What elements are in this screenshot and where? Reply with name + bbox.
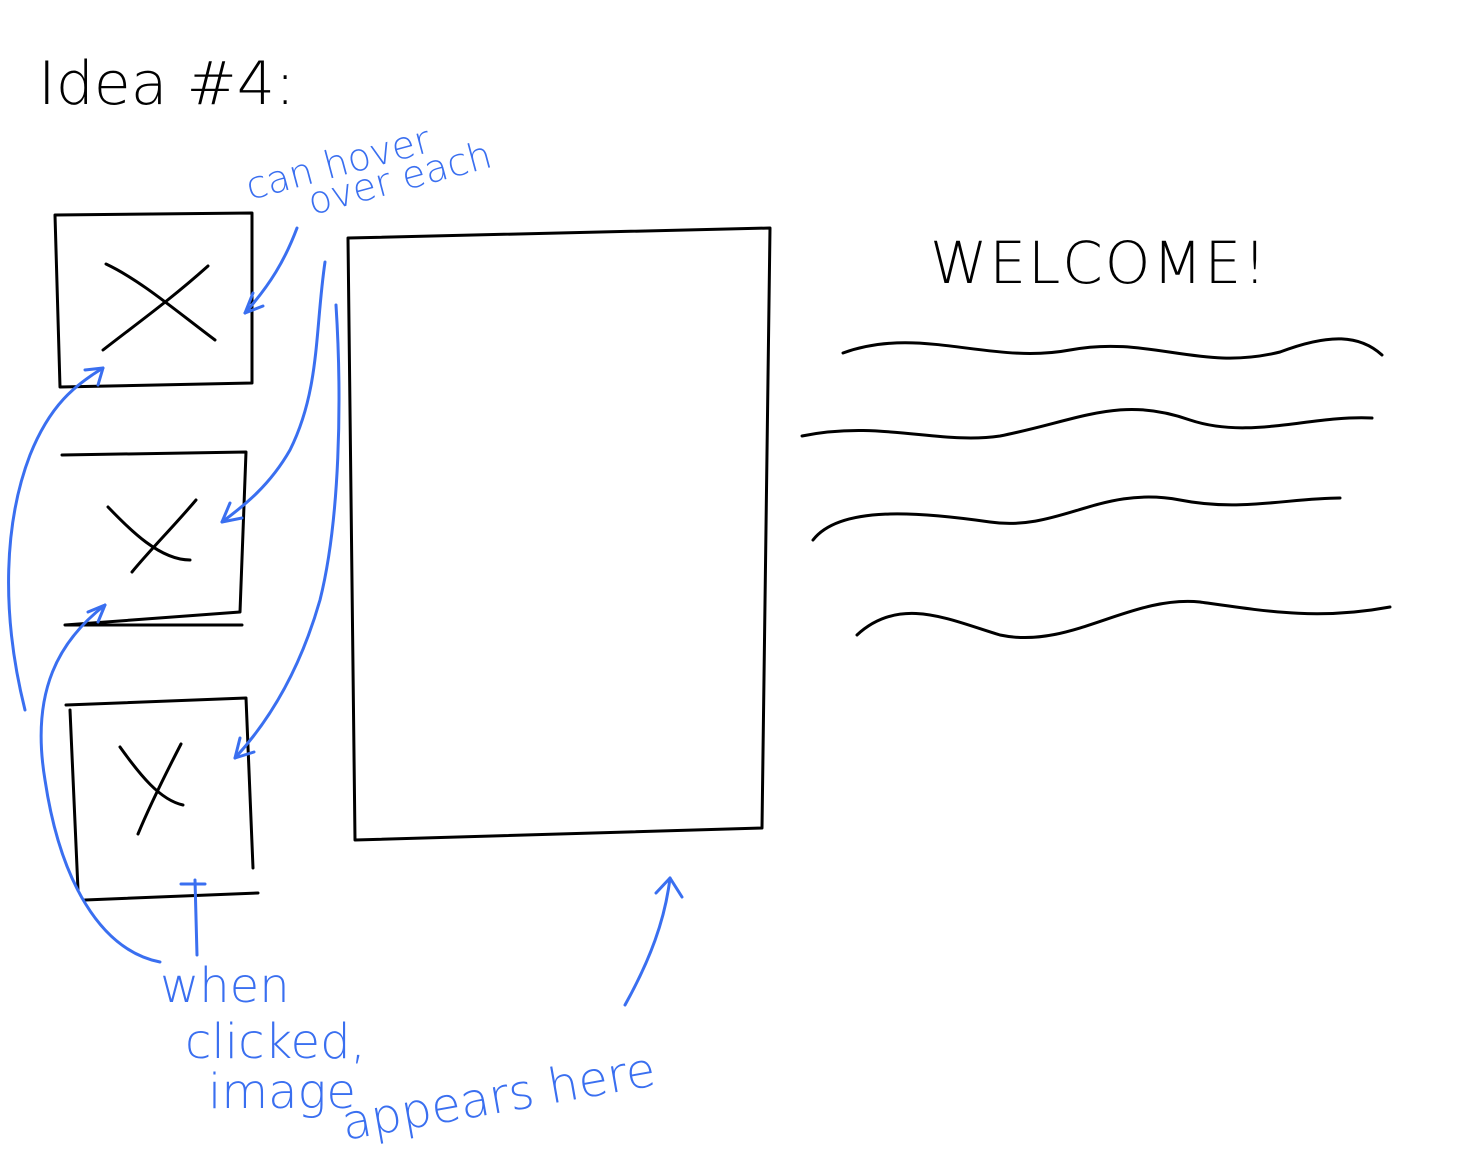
welcome-heading: WELCOME! bbox=[930, 229, 1268, 297]
text-line-3 bbox=[811, 495, 1342, 542]
thumbnail-3-frame bbox=[64, 696, 260, 902]
arrow-to-thumbnail-1-left bbox=[7, 366, 105, 712]
arrowhead-icon bbox=[220, 501, 244, 524]
thumbnail-2[interactable] bbox=[60, 450, 248, 627]
hover-annotation: can hover over each bbox=[220, 117, 496, 760]
thumbnail-1-frame bbox=[53, 211, 254, 389]
arrowhead-icon bbox=[654, 876, 684, 899]
arrow-to-main-image bbox=[623, 876, 672, 1007]
x-placeholder-icon bbox=[118, 742, 185, 836]
thumbnail-1[interactable] bbox=[53, 211, 254, 389]
arrow-to-thumbnail-2 bbox=[220, 260, 327, 524]
arrow-to-thumbnail-2-left bbox=[39, 603, 162, 964]
text-line-1 bbox=[841, 337, 1384, 360]
arrowhead-icon bbox=[83, 366, 105, 387]
body-text-placeholder bbox=[800, 337, 1392, 640]
page-title: Idea #4: bbox=[38, 49, 295, 119]
arrow-to-thumbnail-3-bottom bbox=[193, 878, 199, 957]
thumbnail-3[interactable] bbox=[64, 696, 260, 902]
text-line-2 bbox=[800, 407, 1374, 440]
click-note-line4: appears here bbox=[337, 1042, 659, 1152]
arrow-to-thumbnail-1 bbox=[243, 226, 299, 315]
arrowhead-icon bbox=[243, 291, 265, 315]
x-placeholder-icon bbox=[106, 498, 198, 574]
arrowhead-icon bbox=[86, 603, 107, 624]
thumbnail-2-frame bbox=[60, 450, 248, 627]
text-line-4 bbox=[855, 599, 1392, 640]
click-note-line3: image bbox=[208, 1064, 356, 1120]
x-placeholder-icon bbox=[101, 262, 217, 352]
main-image-frame bbox=[346, 226, 772, 842]
arrow-to-thumbnail-3 bbox=[233, 303, 341, 760]
click-note-line1: when bbox=[160, 958, 290, 1014]
click-note-line2: clicked, bbox=[185, 1014, 366, 1070]
click-annotation: when clicked, image appears here bbox=[7, 366, 684, 1152]
arrowhead-icon bbox=[233, 736, 256, 760]
